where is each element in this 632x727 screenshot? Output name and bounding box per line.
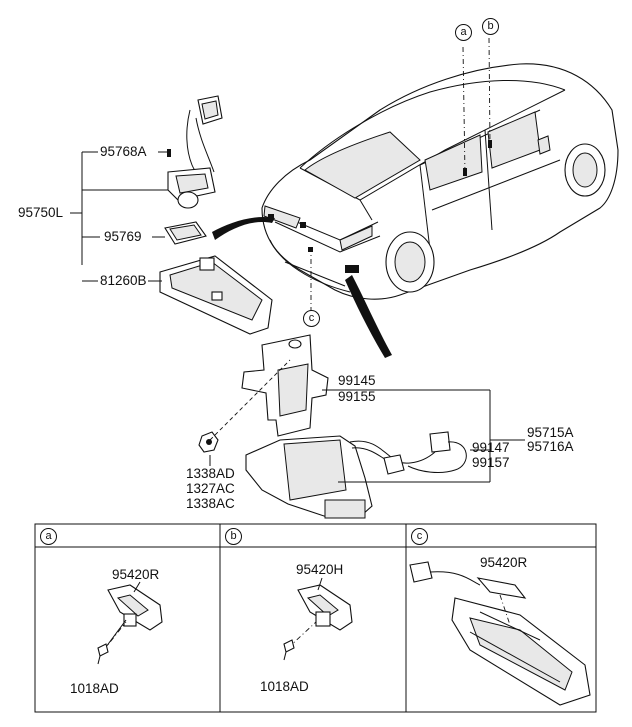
label-99147: 99147 bbox=[472, 440, 510, 455]
label-99155: 99155 bbox=[338, 389, 376, 404]
panel-a-part-label: 95420R bbox=[112, 567, 160, 582]
label-81260B: 81260B bbox=[100, 273, 147, 288]
panel-b-screw-label: 1018AD bbox=[260, 679, 309, 694]
car-illustration bbox=[261, 63, 619, 300]
panel-tag-c: c bbox=[411, 528, 428, 545]
panel-a-part bbox=[97, 581, 163, 665]
label-1338AC: 1338AC bbox=[186, 496, 235, 511]
camera-assembly bbox=[159, 95, 273, 335]
label-95768A: 95768A bbox=[100, 144, 147, 159]
callout-a: a bbox=[455, 24, 472, 41]
label-95715A: 95715A bbox=[527, 425, 574, 440]
label-95716A: 95716A bbox=[527, 439, 574, 454]
label-95750L: 95750L bbox=[18, 205, 64, 220]
panel-c-part-label: 95420R bbox=[480, 555, 528, 570]
panel-a-screw-label: 1018AD bbox=[70, 681, 119, 696]
label-99157: 99157 bbox=[472, 455, 510, 470]
label-1327AC: 1327AC bbox=[186, 481, 235, 496]
panel-c-part bbox=[409, 561, 591, 706]
arrow-to-trunk bbox=[212, 216, 275, 240]
label-95769: 95769 bbox=[104, 229, 142, 244]
panel-tag-a: a bbox=[40, 528, 57, 545]
label-1338AD: 1338AD bbox=[186, 466, 235, 481]
callout-c: c bbox=[303, 310, 320, 327]
arrow-to-bumper bbox=[345, 275, 392, 358]
panel-b-part bbox=[283, 577, 353, 661]
label-99145: 99145 bbox=[338, 373, 376, 388]
panel-b-part-label: 95420H bbox=[296, 562, 344, 577]
detail-frame bbox=[34, 523, 597, 713]
callout-b: b bbox=[482, 18, 499, 35]
module-assembly bbox=[198, 334, 467, 519]
panel-tag-b: b bbox=[225, 528, 242, 545]
